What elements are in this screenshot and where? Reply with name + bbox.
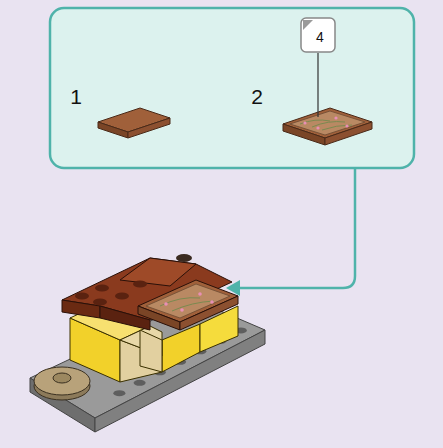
placed-sticker-tile bbox=[138, 280, 238, 330]
round-tan-plate bbox=[34, 367, 90, 400]
step-number: 2 bbox=[251, 86, 263, 107]
gray-base-plate bbox=[30, 300, 265, 432]
callout-connector bbox=[238, 168, 355, 288]
sticker-icon bbox=[301, 18, 335, 52]
sticker-fold bbox=[303, 20, 313, 30]
leader-line bbox=[317, 53, 318, 117]
sticker-number: 4 bbox=[316, 30, 324, 44]
callout-panel bbox=[50, 8, 414, 168]
brown-tile-step1 bbox=[98, 108, 170, 138]
step-number: 1 bbox=[70, 86, 82, 107]
brown-tile-with-sticker bbox=[283, 108, 372, 145]
